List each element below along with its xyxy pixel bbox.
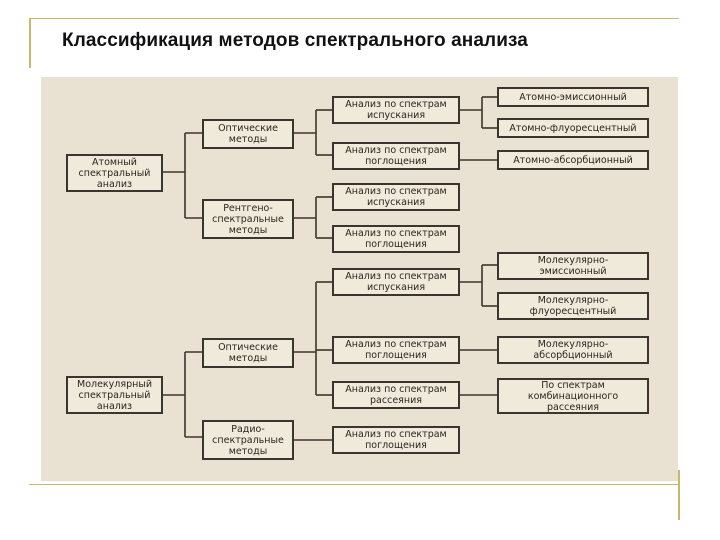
node-radio-absorption-analysis: Анализ по спектрам поглощения bbox=[332, 426, 460, 454]
slide-title: Классификация методов спектрального анал… bbox=[62, 30, 528, 51]
decorative-left-bar bbox=[29, 18, 31, 68]
decorative-top-line bbox=[29, 18, 679, 19]
node-molecular-emission-method: Молекулярно- эмиссионный bbox=[497, 252, 649, 280]
node-molecular-emission-analysis: Анализ по спектрам испускания bbox=[332, 268, 460, 296]
node-atomic-fluorescence-method: Атомно-флуоресцентный bbox=[497, 118, 649, 138]
node-combination-scattering-method: По спектрам комбинационного рассеяния bbox=[497, 378, 649, 414]
node-atomic-spectral-analysis: Атомный спектральный анализ bbox=[66, 154, 163, 192]
decorative-right-bar bbox=[678, 470, 680, 520]
node-molecular-fluorescence-method: Молекулярно- флуоресцентный bbox=[497, 292, 649, 320]
node-atomic-absorption-analysis: Анализ по спектрам поглощения bbox=[332, 142, 460, 170]
node-xray-spectral-methods: Рентгено- спектральные методы bbox=[202, 199, 294, 239]
decorative-bottom-line bbox=[29, 484, 679, 485]
node-molecular-absorption-analysis: Анализ по спектрам поглощения bbox=[332, 336, 460, 364]
node-radio-spectral-methods: Радио- спектральные методы bbox=[202, 420, 294, 460]
node-optical-methods-molecular: Оптические методы bbox=[202, 338, 294, 368]
node-molecular-absorption-method: Молекулярно- абсорбционный bbox=[497, 336, 649, 364]
node-atomic-emission-analysis: Анализ по спектрам испускания bbox=[332, 96, 460, 124]
node-molecular-spectral-analysis: Молекулярный спектральный анализ bbox=[66, 376, 163, 414]
node-atomic-emission-method: Атомно-эмиссионный bbox=[497, 87, 649, 107]
node-optical-methods-atomic: Оптические методы bbox=[202, 119, 294, 149]
node-xray-emission-analysis: Анализ по спектрам испускания bbox=[332, 183, 460, 211]
node-molecular-scattering-analysis: Анализ по спектрам рассеяния bbox=[332, 381, 460, 409]
node-xray-absorption-analysis: Анализ по спектрам поглощения bbox=[332, 225, 460, 253]
node-atomic-absorption-method: Атомно-абсорбционный bbox=[497, 150, 649, 170]
